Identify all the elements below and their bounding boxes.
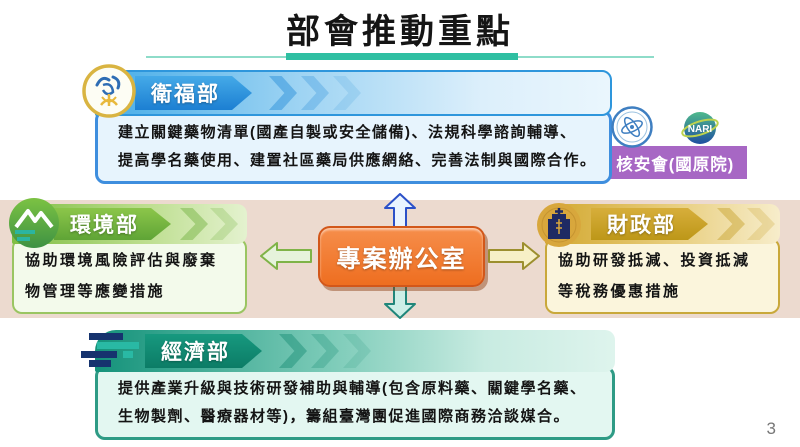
finance-body-line: 等稅務優惠措施 — [558, 283, 681, 300]
finance-banner: 財政部 — [545, 204, 780, 244]
chevron-decoration — [180, 208, 208, 240]
title-underline-thick — [286, 53, 518, 60]
health-banner: 衛福部 — [95, 70, 612, 116]
page-title: 部會推動重點 — [286, 13, 514, 51]
finance-body-line: 協助研發抵減、投資抵減 — [558, 252, 751, 269]
environment-body-line: 物管理等應變措施 — [25, 283, 166, 300]
chevron-decoration — [717, 208, 745, 240]
chevron-decoration — [301, 76, 329, 110]
moenv-logo-icon — [8, 197, 60, 249]
nsc-logo-icon — [611, 106, 653, 148]
arrow-up-icon — [384, 193, 416, 228]
environment-ministry-name: 環境部 — [54, 208, 171, 240]
card-finance-ministry: 財政部 協助研發抵減、投資抵減 等稅務優惠措施 — [537, 203, 780, 314]
arrow-left-icon — [260, 242, 312, 270]
page-number: 3 — [766, 419, 776, 438]
nari-logo-icon: NARI — [680, 108, 720, 148]
economy-body-box: 提供產業升級與技術研發補助與輔導(包含原料藥、關鍵學名藥、 生物製劑、醫療器材等… — [95, 366, 615, 440]
economy-body-line: 生物製劑、醫療器材等)，籌組臺灣團促進國際商務洽談媒合。 — [118, 408, 570, 425]
environment-body-box: 協助環境風險評估與廢棄 物管理等應變措施 — [12, 238, 247, 314]
mof-logo-icon — [536, 202, 582, 248]
economy-body-line: 提供產業升級與技術研發補助與輔導(包含原料藥、關鍵學名藥、 — [118, 380, 587, 397]
arrow-right-icon — [488, 242, 540, 270]
finance-ministry-name: 財政部 — [591, 208, 708, 240]
economy-banner: 經濟部 — [95, 330, 615, 372]
nari-logo-text: NARI — [688, 124, 713, 135]
economy-ministry-name: 經濟部 — [145, 334, 262, 368]
health-body-line: 建立關鍵藥物清單(國產自製或安全儲備)、法規科學諮詢輔導、 — [118, 124, 577, 141]
moea-logo-icon — [81, 332, 141, 370]
health-body-line: 提高學名藥使用、建置社區藥局供應網絡、完善法制與國際合作。 — [118, 152, 597, 169]
finance-body-box: 協助研發抵減、投資抵減 等稅務優惠措施 — [545, 238, 780, 314]
project-office-box: 專案辦公室 — [318, 226, 485, 287]
chevron-decoration — [269, 76, 297, 110]
chevron-decoration — [747, 208, 775, 240]
chevron-decoration — [333, 76, 361, 110]
chevron-decoration — [279, 334, 307, 368]
card-economy-ministry: 經濟部 提供產業升級與技術研發補助與輔導(包含原料藥、關鍵學名藥、 生物製劑、醫… — [81, 330, 615, 440]
health-ministry-name: 衛福部 — [135, 76, 252, 110]
environment-body-line: 協助環境風險評估與廢棄 — [25, 252, 218, 269]
arrow-down-icon — [384, 284, 416, 319]
mohw-logo-icon — [82, 64, 136, 118]
chevron-decoration — [311, 334, 339, 368]
card-health-ministry: 衛福部 建立關鍵藥物清單(國產自製或安全儲備)、法規科學諮詢輔導、 提高學名藥使… — [82, 64, 612, 184]
health-body-box: 建立關鍵藥物清單(國產自製或安全儲備)、法規科學諮詢輔導、 提高學名藥使用、建置… — [95, 110, 612, 184]
chevron-decoration — [343, 334, 371, 368]
card-environment-ministry: 環境部 協助環境風險評估與廢棄 物管理等應變措施 — [9, 198, 247, 314]
chevron-decoration — [210, 208, 238, 240]
